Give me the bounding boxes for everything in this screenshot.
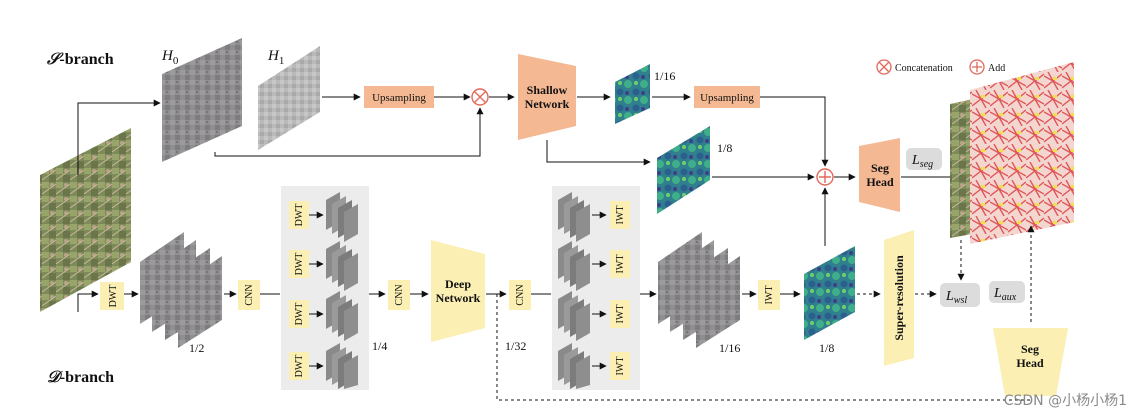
cnn-block-3 (509, 280, 531, 310)
dwt-label-row2: DWT (294, 253, 305, 276)
upsampling-label-2: Upsampling (700, 92, 754, 104)
shallow-network-block (518, 54, 576, 140)
iwt-in-row2-d (576, 253, 590, 291)
output-segmentation-map (970, 62, 1074, 244)
scale-d-1-4: 1/4 (372, 339, 387, 353)
iwt-block-row3 (610, 300, 630, 328)
sixteenth-res-layer-4 (696, 256, 740, 348)
dwt-label-row3: DWT (294, 303, 305, 326)
concat-x-icon (474, 91, 486, 103)
watermark-text: CSDN @小杨小杨1 (1004, 393, 1127, 409)
dwt-out-row1-d (344, 204, 358, 242)
skip-connection-to-seg-head-bottom (496, 294, 1035, 401)
cnn-label-2: CNN (394, 284, 405, 305)
shallow-network-label-1: Shallow (527, 83, 568, 97)
iwt-block-row4 (610, 352, 630, 380)
super-resolution-label: Super-resolution (892, 255, 906, 341)
scale-d-1-2: 1/2 (189, 341, 204, 355)
connector-upsampling-to-add (760, 96, 829, 167)
connector-input-to-dwt (77, 290, 99, 312)
half-res-layer-4 (178, 256, 222, 348)
scale-s-1-16: 1/16 (654, 69, 675, 83)
seg-head-bottom-block (993, 328, 1068, 396)
iwt-in-row1-d (576, 204, 590, 242)
scale-d-1-16: 1/16 (719, 341, 740, 355)
super-resolution-block (884, 230, 914, 366)
connector-h0-to-concat (214, 107, 484, 157)
h0-image (162, 38, 242, 162)
h1-label: H1 (267, 48, 284, 67)
seg-head-top-label-2: Head (866, 175, 894, 189)
d-branch-label: 𝒟-branch (47, 369, 114, 386)
input-satellite-image (40, 128, 131, 312)
iwt-label-row2: IWT (615, 255, 626, 274)
shallow-network-label-2: Network (525, 97, 570, 111)
iwt-block-row2 (610, 250, 630, 278)
iwt-label-row4: IWT (615, 357, 626, 376)
legend-add-label: Add (988, 63, 1005, 74)
loss-wsl-label: Lwsl (945, 289, 967, 306)
legend-concat-label: Concatenation (895, 63, 953, 74)
scale-d-1-32: 1/32 (505, 339, 526, 353)
loss-aux-box (989, 281, 1025, 303)
d-feature-map-1-8 (804, 246, 855, 340)
upsampling-label-1: Upsampling (372, 92, 426, 104)
upsampling-block-1 (364, 86, 434, 108)
iwt-in-row4-d (576, 355, 590, 389)
add-plus-icon (819, 171, 831, 183)
iwt-label-main: IWT (764, 286, 775, 305)
dwt-block-row3 (289, 300, 309, 328)
dwt-block-main (100, 282, 124, 310)
connector-shallow-to-1-8 (546, 140, 651, 166)
s-feature-map-1-16 (615, 64, 650, 124)
legend-concat-x (879, 62, 889, 72)
scale-d-1-8: 1/8 (819, 341, 834, 355)
loss-seg-label: Lseg (911, 153, 933, 170)
s-feature-map-1-8 (657, 126, 710, 214)
dwt-label-row1: DWT (294, 204, 305, 227)
deep-network-label-2: Network (436, 291, 481, 305)
cnn-block-1 (238, 280, 260, 310)
h0-label: H0 (161, 48, 179, 67)
iwt-label-row3: IWT (615, 305, 626, 324)
seg-head-top-label-1: Seg (871, 161, 889, 175)
loss-seg-box (906, 148, 942, 170)
connector-input-to-h0 (77, 99, 161, 175)
deep-network-block (431, 240, 485, 342)
dwt-label-row4: DWT (294, 355, 305, 378)
dwt-panel-rows: DWT DWT DWT DWT (289, 192, 358, 389)
dwt-block-row4 (289, 352, 309, 380)
loss-wsl-box (940, 283, 980, 307)
upsampling-block-2 (694, 86, 760, 108)
iwt-block-row1 (610, 201, 630, 229)
h1-image (258, 46, 320, 150)
dwt-block-row1 (289, 201, 309, 229)
dwt-out-row3-d (344, 303, 358, 341)
dwt-label-main: DWT (108, 285, 119, 308)
loss-aux-label: Laux (993, 286, 1017, 303)
seg-head-bottom-label-2: Head (1016, 356, 1044, 370)
scale-s-1-8: 1/8 (717, 141, 732, 155)
cnn-block-2 (388, 280, 410, 310)
seg-head-top-block (859, 138, 900, 212)
seg-head-bottom-label-1: Seg (1021, 342, 1039, 356)
cnn-label-3: CNN (515, 284, 526, 305)
iwt-label-row1: IWT (615, 206, 626, 225)
dwt-out-row2-d (344, 253, 358, 291)
cnn-label-1: CNN (244, 284, 255, 305)
dwt-out-row4-d (344, 355, 358, 389)
iwt-block-main (758, 280, 780, 310)
s-branch-label: 𝒮-branch (46, 51, 114, 68)
iwt-in-row3-d (576, 303, 590, 341)
iwt-panel-rows: IWT IWT IWT IWT (558, 192, 630, 389)
deep-network-label-1: Deep (445, 277, 471, 291)
legend-add-plus (972, 62, 982, 72)
dwt-block-row2 (289, 250, 309, 278)
